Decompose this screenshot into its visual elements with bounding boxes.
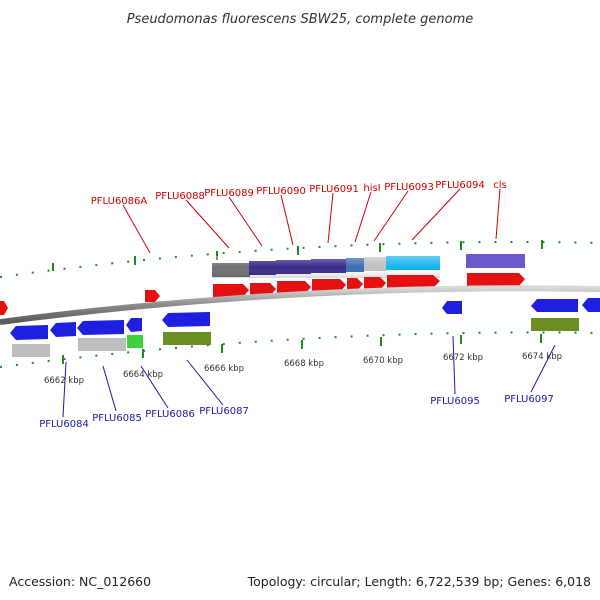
leader-line [530,344,556,393]
tick-label: 6674 kbp [522,352,562,362]
gene-arrow-reverse[interactable] [442,301,462,314]
feature-band-bottom [12,318,579,357]
gene-label-hisI[interactable]: hisI [363,183,380,194]
map-title: Pseudomonas fluorescens SBW25, complete … [127,12,474,27]
leader-line [354,191,372,243]
leader-line [185,199,230,249]
gene-arrow-reverse[interactable] [77,320,124,335]
gene-arrow-reverse[interactable] [582,298,600,312]
gene-label-PFLU6097[interactable]: PFLU6097 [504,394,554,405]
gene-label-PFLU6086A[interactable]: PFLU6086A [91,196,148,207]
gene-label-PFLU6091[interactable]: PFLU6091 [309,184,359,195]
gene-arrow-reverse[interactable] [126,318,142,332]
feature-block[interactable] [531,318,579,331]
leader-line [62,361,67,418]
gene-arrow-reverse[interactable] [10,325,48,340]
gene-arrow-forward[interactable] [312,279,346,292]
gene-arrow-reverse[interactable] [162,312,210,327]
feature-shine [212,256,440,278]
feature-block[interactable] [163,332,211,345]
tick-label: 6670 kbp [363,356,403,366]
leader-line [452,335,456,395]
feature-block[interactable] [127,335,143,348]
gene-label-PFLU6086[interactable]: PFLU6086 [145,409,195,420]
gene-arrow-forward[interactable] [250,283,276,296]
gene-arrow-forward[interactable] [347,278,363,291]
tick-label: 6672 kbp [443,353,483,363]
gene-label-PFLU6087[interactable]: PFLU6087 [199,406,249,417]
bottom-gene-labels: PFLU6084 PFLU6085 PFLU6086 PFLU6087 PFLU… [39,335,556,430]
gene-label-PFLU6088[interactable]: PFLU6088 [155,191,205,202]
gene-label-cls[interactable]: cls [493,180,507,191]
feature-band-top [212,254,525,278]
gene-label-PFLU6090[interactable]: PFLU6090 [256,186,306,197]
gene-arrow-forward[interactable] [387,275,440,288]
leader-line [122,204,151,254]
gene-arrow-forward[interactable] [277,281,311,294]
gene-label-PFLU6093[interactable]: PFLU6093 [384,182,434,193]
top-gene-labels: PFLU6086A PFLU6088 PFLU6089 PFLU6090 PFL… [91,180,507,254]
tick-label: 6662 kbp [44,376,84,386]
accession-text: Accession: NC_012660 [9,574,151,589]
gene-arrow-forward[interactable] [467,273,525,286]
forward-genes [0,273,525,315]
inner-tick-ring [0,331,600,368]
gene-arrow-reverse[interactable] [531,299,578,312]
genome-backbone [0,285,600,325]
gene-arrow-forward[interactable] [213,284,249,297]
leader-line [228,196,263,247]
leader-line [327,192,334,244]
gene-arrow-forward[interactable] [145,290,160,302]
gene-arrow-forward[interactable] [364,277,386,290]
leader-line [495,188,501,240]
gene-label-PFLU6094[interactable]: PFLU6094 [435,180,485,191]
tick-label: 6664 kbp [123,370,163,380]
gene-label-PFLU6089[interactable]: PFLU6089 [204,188,254,199]
leader-line [186,359,224,406]
tick-labels: 6662 kbp 6664 kbp 6666 kbp 6668 kbp 6670… [44,352,562,386]
leader-line [280,194,294,246]
gene-arrow-reverse[interactable] [50,322,76,337]
leader-line [140,365,169,409]
leader-line [373,190,409,242]
feature-block[interactable] [12,344,50,357]
gene-label-PFLU6085[interactable]: PFLU6085 [92,413,142,424]
feature-block[interactable] [78,338,126,351]
outer-tick-ring [0,240,600,278]
gene-label-PFLU6095[interactable]: PFLU6095 [430,396,480,407]
topology-text: Topology: circular; Length: 6,722,539 bp… [247,574,591,589]
gene-label-PFLU6084[interactable]: PFLU6084 [39,419,89,430]
leader-line [102,365,117,412]
gene-arrow-forward[interactable] [0,301,8,315]
tick-label: 6668 kbp [284,359,324,369]
reverse-genes [10,298,600,340]
tick-label: 6666 kbp [204,364,244,374]
feature-block[interactable] [466,254,525,268]
leader-line [411,188,461,241]
